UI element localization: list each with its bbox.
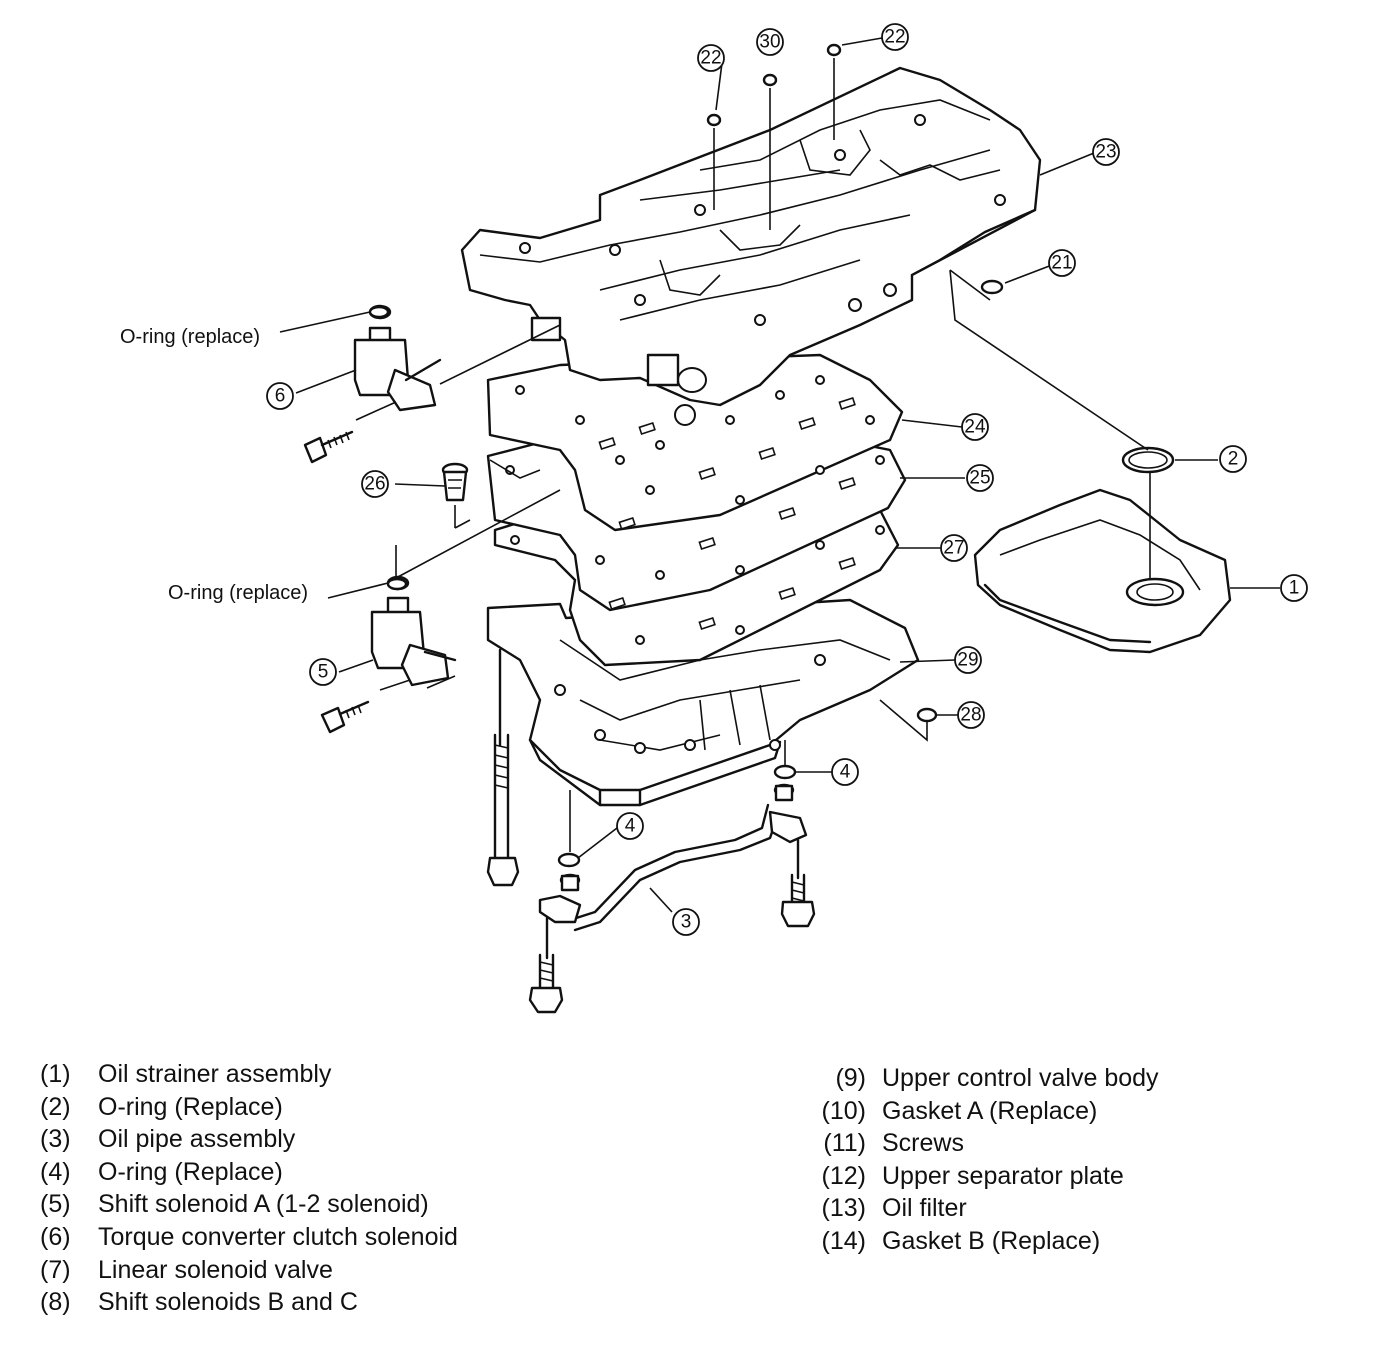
callout-3: 3 [672,908,700,936]
callout-24: 24 [961,413,989,441]
svg-text:4: 4 [625,816,636,837]
svg-text:21: 21 [1051,253,1072,274]
svg-text:24: 24 [964,417,986,438]
o-ring-2 [1121,446,1175,474]
alignment-lines [355,58,1149,852]
callout-5: 5 [309,658,337,686]
callout-29: 29 [954,646,982,674]
legend-row: (10)Gasket A (Replace) [821,1096,1098,1125]
svg-text:22: 22 [884,27,905,48]
legend-row: (12)Upper separator plate [821,1161,1124,1190]
oring-label-bottom: O-ring (replace) [168,582,308,604]
svg-text:28: 28 [960,705,981,726]
callout-27: 27 [940,534,968,562]
callouts: 22 30 22 23 21 24 2 25 26 27 1 29 28 4 4… [266,23,1308,936]
pipe-bolts [528,838,816,1014]
callout-4-left: 4 [616,812,644,840]
solenoid-5 [370,575,457,687]
legend-row: (2)O-ring (Replace) [40,1092,283,1121]
upper-valve-body [460,66,1042,407]
legend-left: (1)Oil strainer assembly (2)O-ring (Repl… [40,1058,458,1319]
svg-text:22: 22 [700,48,721,69]
callout-22-right: 22 [881,23,909,51]
callout-4-right: 4 [831,758,859,786]
callout-6: 6 [266,382,294,410]
callout-30: 30 [756,28,784,56]
callout-26: 26 [361,470,389,498]
legend-row: (9)Upper control valve body [835,1064,1159,1092]
legend-row: (14)Gasket B (Replace) [821,1226,1101,1255]
svg-text:6: 6 [275,386,286,407]
svg-text:5: 5 [318,662,329,683]
long-bolt [486,648,520,887]
legend-row: (7)Linear solenoid valve [40,1255,333,1284]
callout-21: 21 [1048,249,1076,277]
solenoid-6 [353,304,442,412]
oil-pipe [538,783,808,932]
bolt-6 [303,430,354,464]
callout-1: 1 [1280,574,1308,602]
svg-text:29: 29 [957,650,978,671]
legend-row: (1)Oil strainer assembly [40,1060,332,1088]
callout-23: 23 [1092,138,1120,166]
plate-24 [486,353,904,532]
svg-text:25: 25 [969,468,990,489]
oil-filter-26 [441,462,469,502]
callout-leaders [279,37,1280,913]
oil-strainer [973,488,1232,654]
bolt-5 [320,700,370,734]
svg-text:1: 1 [1289,578,1300,599]
callout-28: 28 [957,701,985,729]
callout-2: 2 [1219,445,1247,473]
svg-text:26: 26 [364,474,385,495]
legend-row: (3)Oil pipe assembly [40,1125,296,1154]
legend-row: (5)Shift solenoid A (1-2 solenoid) [40,1190,429,1219]
svg-text:23: 23 [1095,142,1116,163]
svg-text:27: 27 [943,538,964,559]
legend-row: (11)Screws [823,1129,964,1158]
valve-body-exploded-diagram: 22 30 22 23 21 24 2 25 26 27 1 29 28 4 4… [120,23,1308,1014]
callout-25: 25 [966,464,994,492]
legend-row: (4)O-ring (Replace) [40,1157,283,1186]
legend-right: (9)Upper control valve body (10)Gasket A… [818,1062,1159,1258]
legend-row: (6)Torque converter clutch solenoid [40,1222,458,1251]
legend-row: (8)Shift solenoids B and C [40,1288,358,1317]
plate-holes [505,375,885,645]
callout-22-left: 22 [697,44,725,72]
svg-text:4: 4 [840,762,851,783]
svg-text:3: 3 [681,912,692,933]
svg-text:2: 2 [1228,449,1239,470]
oring-label-top: O-ring (replace) [120,326,260,348]
legend-row: (13)Oil filter [821,1194,967,1223]
svg-text:30: 30 [759,32,780,53]
